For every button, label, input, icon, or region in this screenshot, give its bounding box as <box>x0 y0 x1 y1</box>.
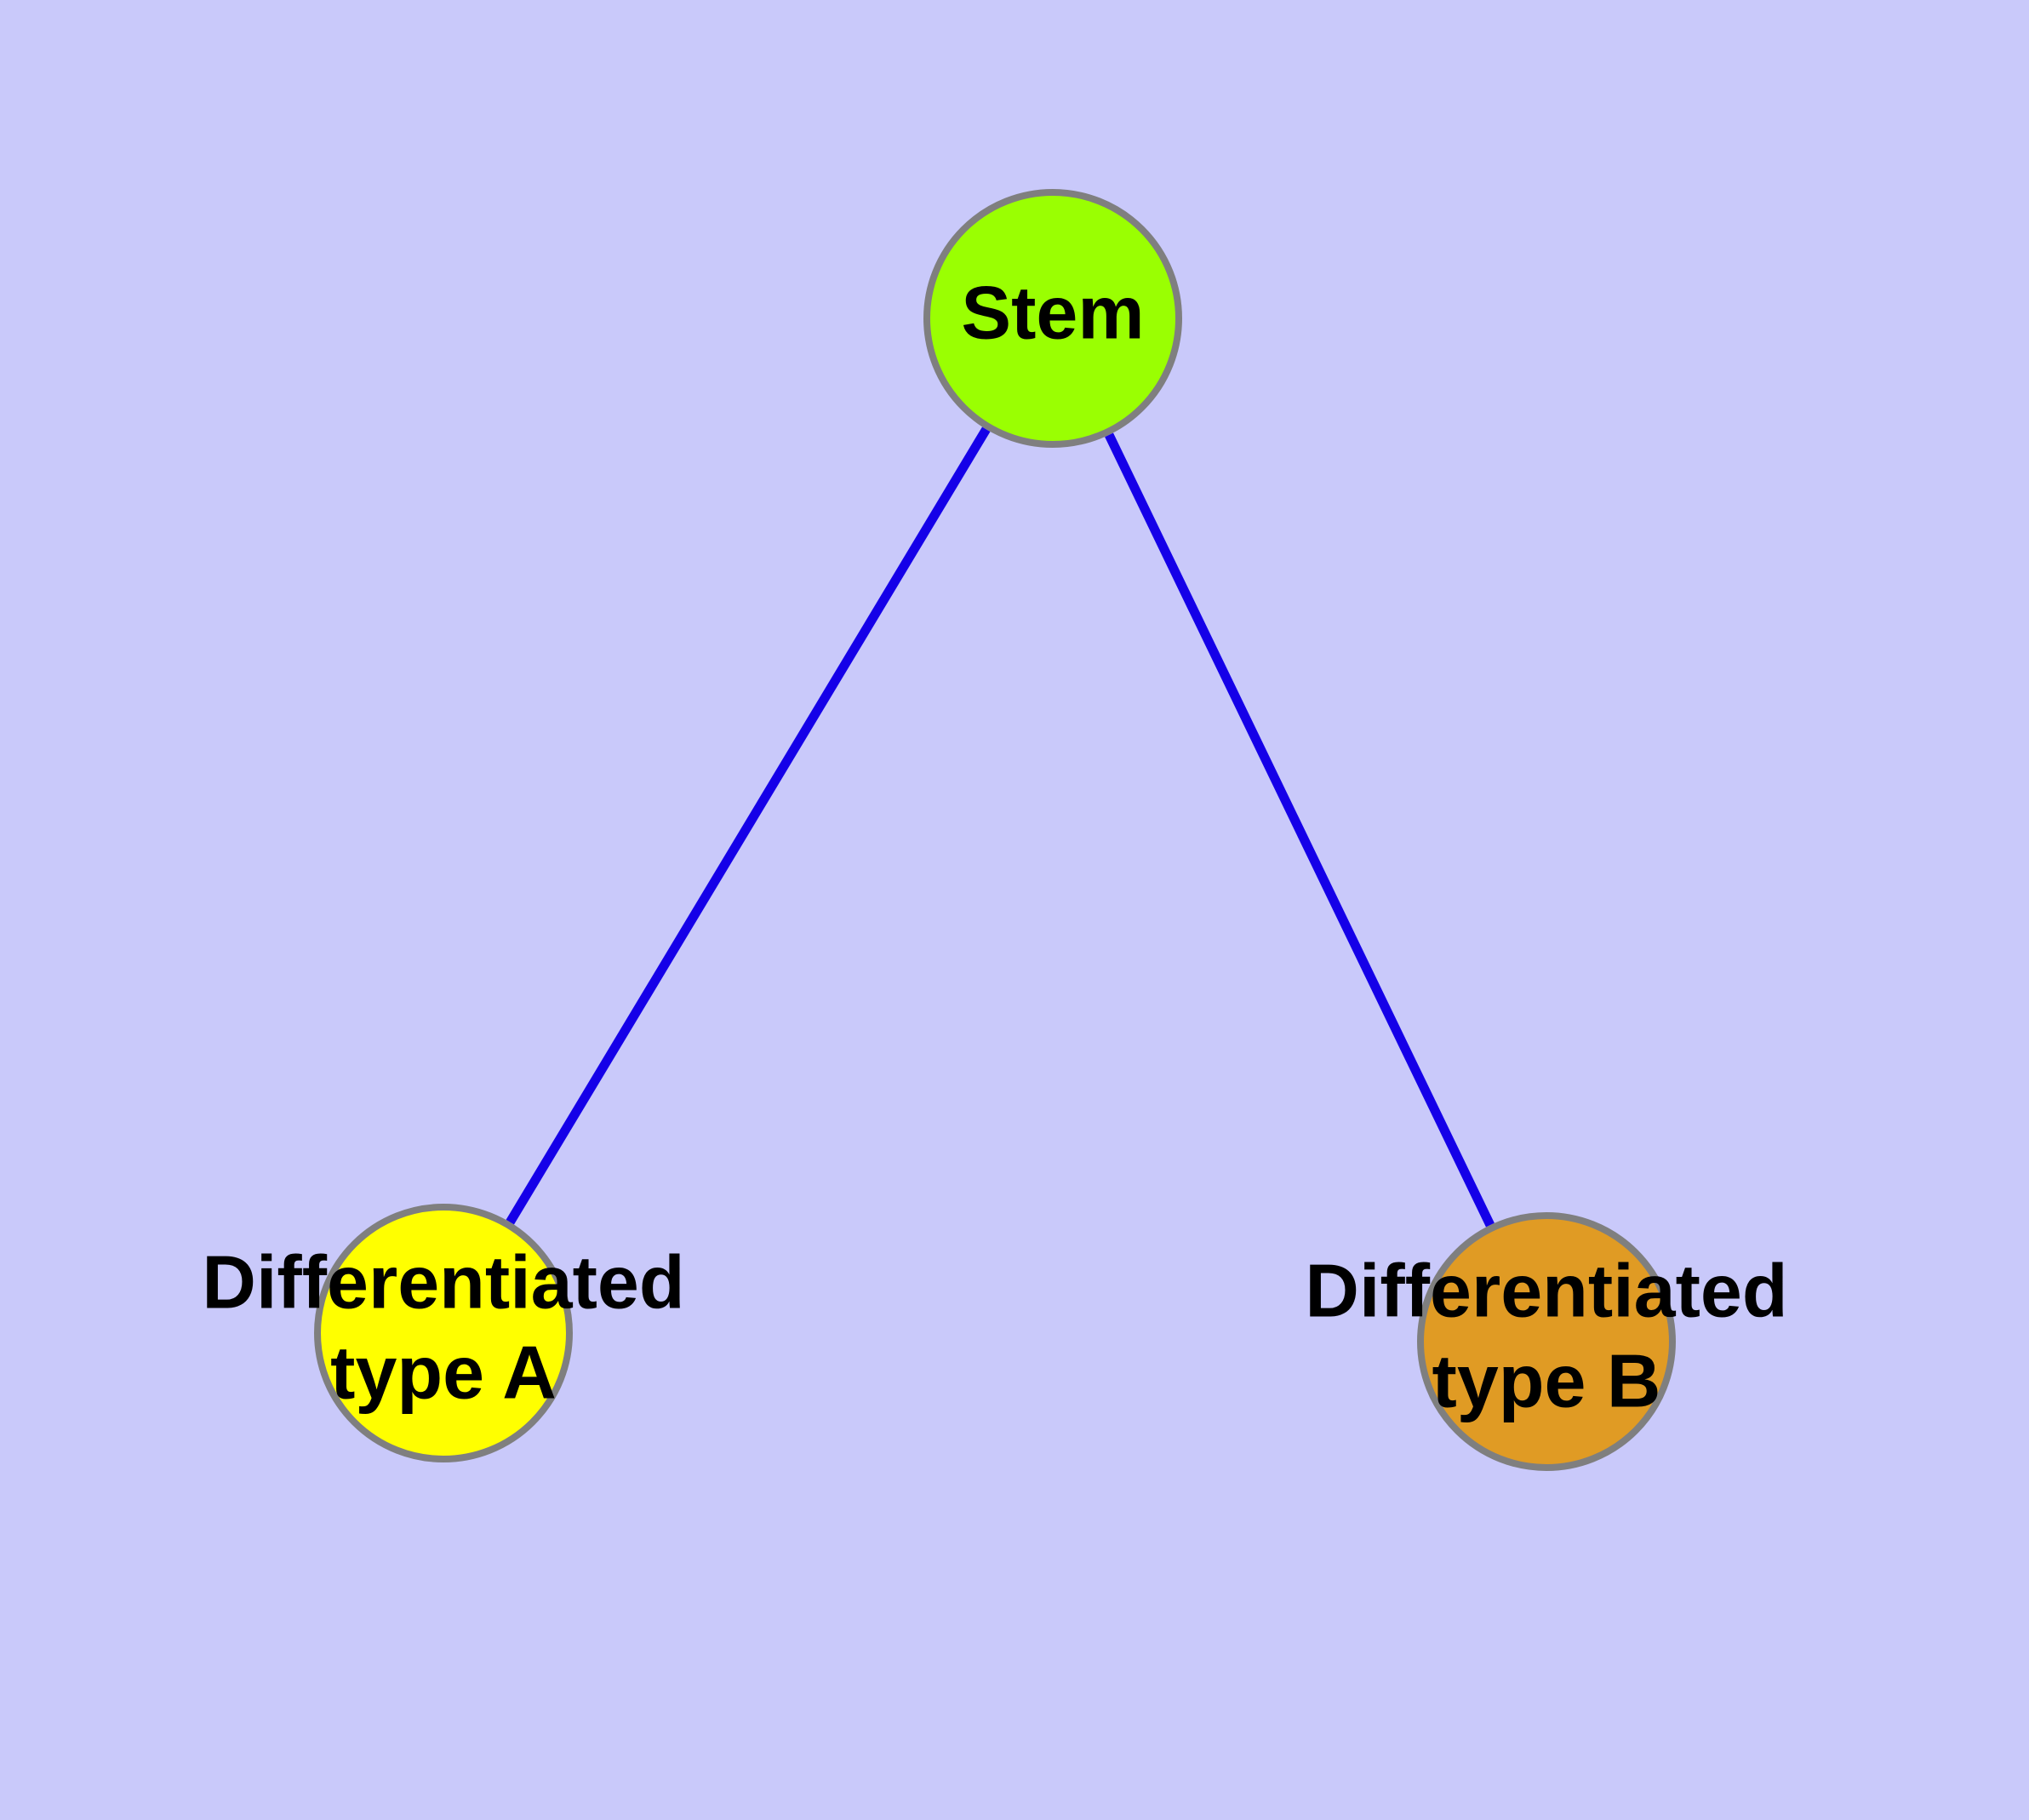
graph-node-diff_a[interactable] <box>314 1204 573 1462</box>
graph-node-label-diff_a: Differentiated <box>202 1239 684 1324</box>
graph-edge-stem-to-diff-b <box>1105 432 1495 1228</box>
graph-node-label-stem: Stem <box>961 270 1144 354</box>
graph-node-label-diff_a: type A <box>330 1330 557 1414</box>
graph-node-label-diff_b: type B <box>1432 1338 1661 1422</box>
edge-layer <box>506 426 1495 1228</box>
graph-edge-stem-to-diff-a <box>506 426 991 1225</box>
graph-node-diff_b[interactable] <box>1417 1212 1676 1471</box>
node-layer <box>314 189 1676 1471</box>
graph-node-label-diff_b: Differentiated <box>1305 1248 1787 1332</box>
graph-node-stem[interactable] <box>923 189 1182 448</box>
